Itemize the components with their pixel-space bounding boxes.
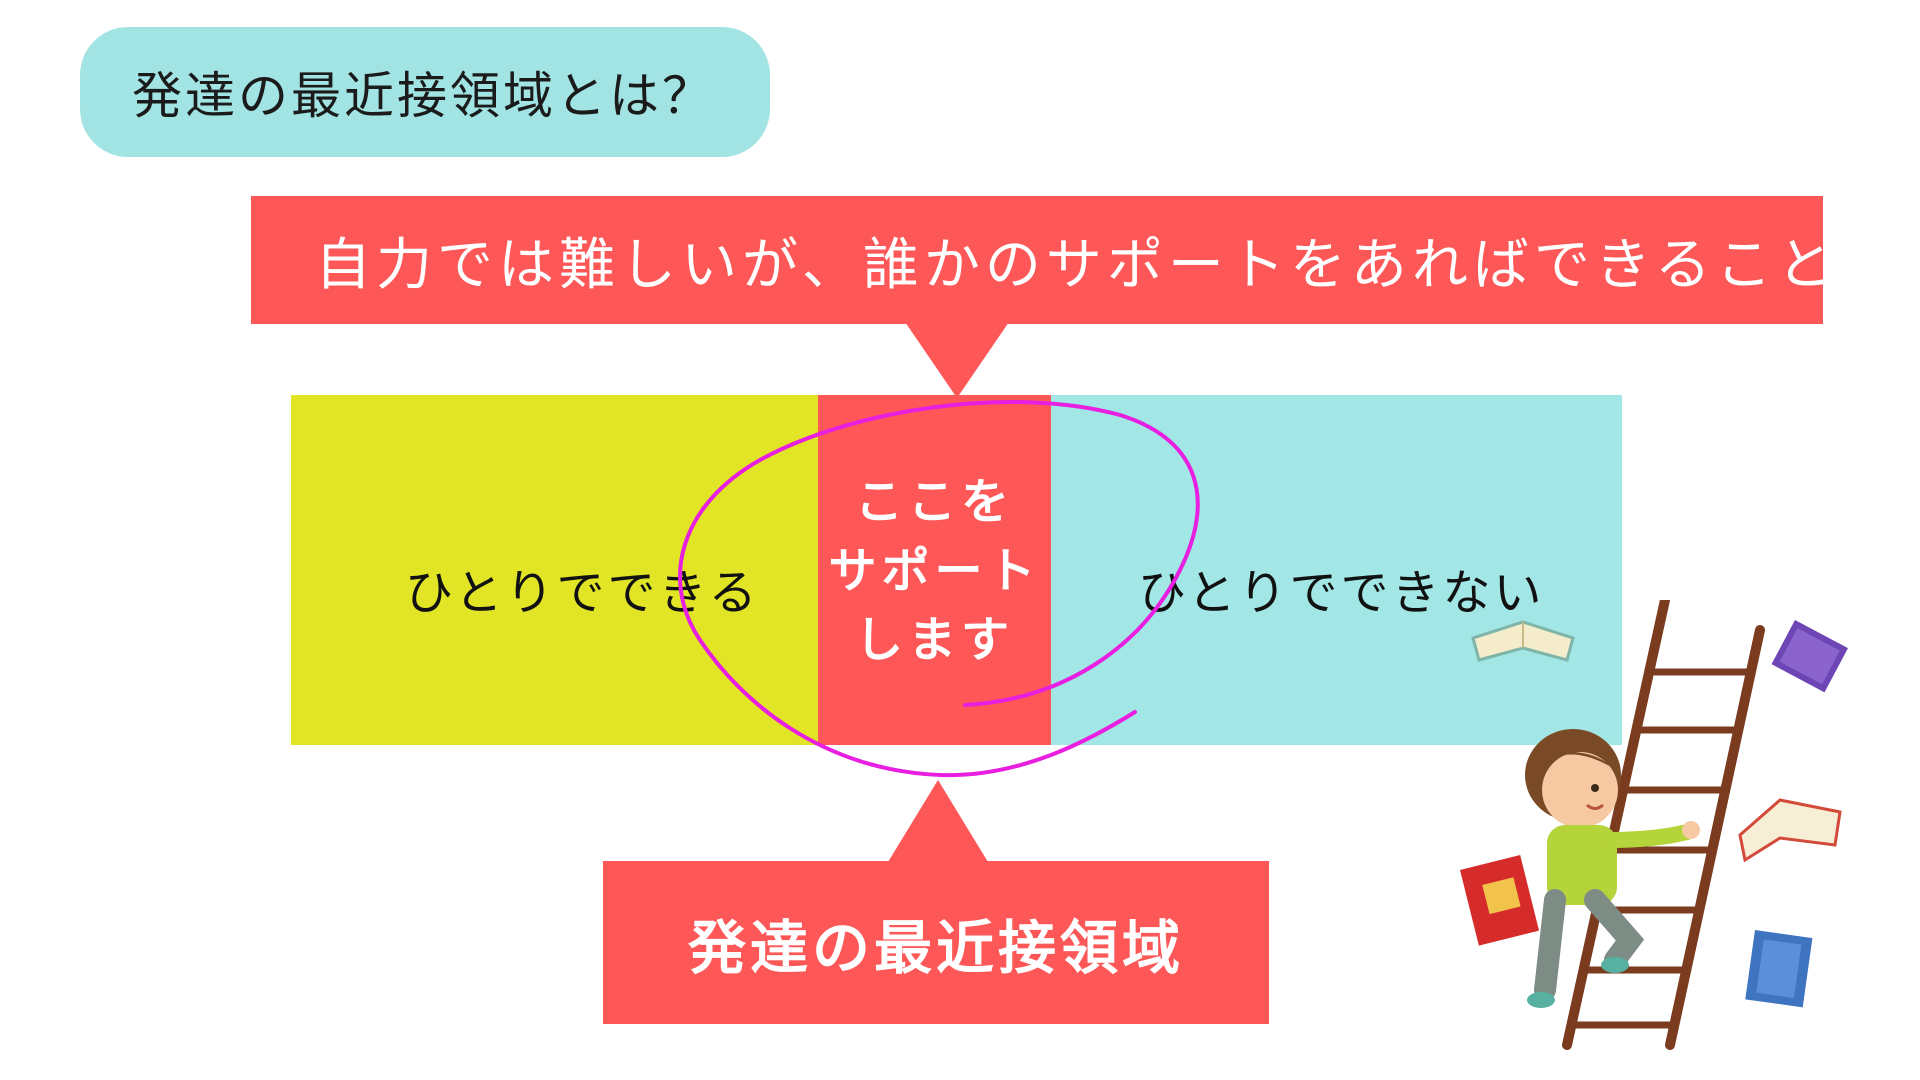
zone-can-do-alone <box>291 395 818 745</box>
zone-cannot-do-alone-label: ひとりでできない <box>1138 565 1545 621</box>
child-climbing-ladder-with-books-icon <box>1460 600 1848 1050</box>
zone-can-do-alone-label: ひとりでできる <box>405 565 760 621</box>
purple-book-icon <box>1771 620 1848 693</box>
open-book-icon <box>1471 620 1575 662</box>
ladder-icon <box>1562 600 1765 1050</box>
support-zone-line-1: ここを <box>854 474 1014 530</box>
open-book-right-icon <box>1738 798 1842 863</box>
definition-pointer-arrow <box>905 322 1009 398</box>
blue-book-icon <box>1745 930 1813 1008</box>
support-zone-line-2: サポート <box>828 543 1041 599</box>
zone-support <box>818 395 1051 745</box>
support-zone-line-3: します <box>854 612 1014 668</box>
definition-text: 自力では難しいが、誰かのサポートをあればできること <box>315 232 1838 298</box>
definition-banner: 自力では難しいが、誰かのサポートをあればできること <box>251 196 1833 324</box>
zone-cannot-do-alone <box>1051 395 1622 745</box>
zpd-banner-text: 発達の最近接領域 <box>687 913 1184 982</box>
zpd-pointer-arrow <box>888 780 988 862</box>
support-zone-label: ここを サポート します <box>818 468 1051 675</box>
page-title: 発達の最近接領域とは？ <box>80 27 770 157</box>
page-title-text: 発達の最近接領域とは？ <box>132 67 715 125</box>
zpd-banner: 発達の最近接領域 <box>603 861 1269 1024</box>
child-icon <box>1525 729 1700 1008</box>
red-book-icon <box>1460 855 1540 946</box>
